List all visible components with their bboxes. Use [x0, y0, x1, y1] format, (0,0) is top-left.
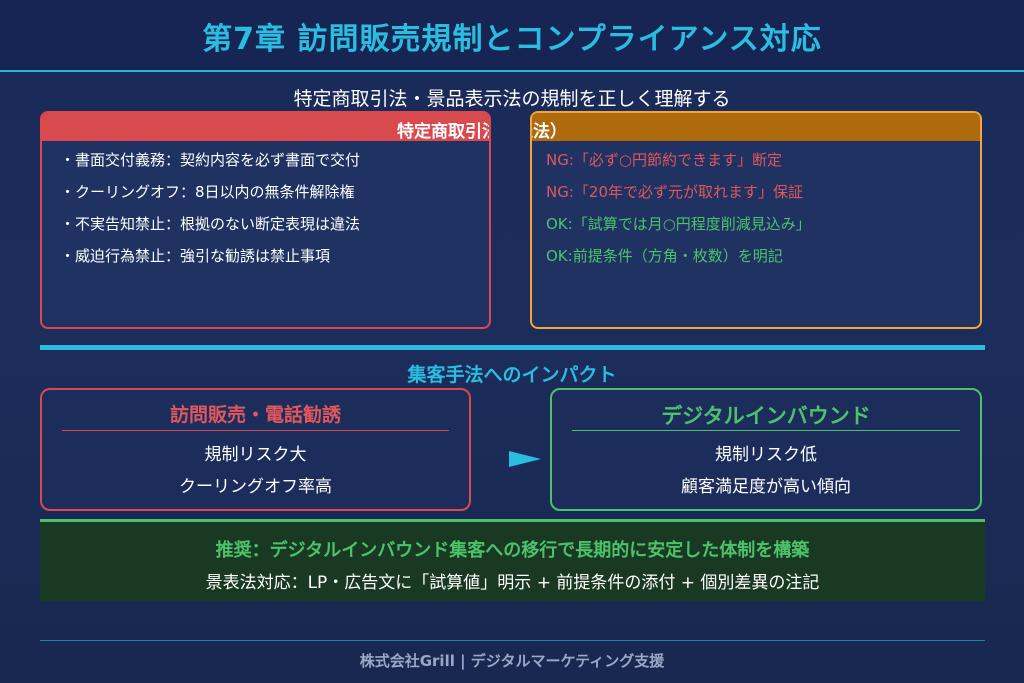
ok-example: OK:前提条件（方角・枚数）を明記 — [546, 247, 783, 265]
law-item: ・不実告知禁止：根拠のない断定表現は違法 — [60, 215, 361, 233]
arrow-right-icon — [509, 451, 541, 467]
compare-title-door-to-door: 訪問販売・電話勧誘 — [169, 404, 341, 426]
law-title-tokusho: 特定商取引法 — [397, 122, 491, 142]
title-bar: 第7章 訪問販売規制とコンプライアンス対応 — [0, 0, 1024, 72]
recommendation-box: 推奨：デジタルインバウンド集客への移行で長期的に安定した体制を構築 景表法対応：… — [40, 519, 985, 601]
law-item: ・書面交付義務：契約内容を必ず書面で交付 — [60, 151, 361, 169]
compare-title-digital: デジタルインバウンド — [661, 404, 871, 428]
compare-divider — [572, 430, 960, 431]
ok-example: OK:「試算では月○円程度削減見込み」 — [546, 215, 811, 233]
compare-point: 顧客満足度が高い傾向 — [681, 477, 851, 497]
ng-example: NG:「20年で必ず元が取れます」保証 — [546, 183, 803, 201]
compare-point: 規制リスク大 — [204, 445, 307, 465]
compare-point: 規制リスク低 — [715, 445, 817, 465]
footer-credit: 株式会社Grill | デジタルマーケティング支援 — [359, 652, 665, 670]
law-header-tokusho: 特定商取引法 — [42, 113, 491, 142]
footer-divider — [40, 640, 985, 641]
compare-point: クーリングオフ率高 — [179, 477, 332, 497]
recommendation-text: 景表法対応：LP・広告文に「試算値」明示 + 前提条件の添付 + 個別差異の注記 — [205, 573, 820, 593]
impact-section-title: 集客手法へのインパクト — [407, 364, 617, 386]
page-title: 第7章 訪問販売規制とコンプライアンス対応 — [202, 22, 822, 57]
compare-divider — [62, 430, 449, 431]
law-box-keihyo: 景品表示法（景表法） NG:「必ず○円節約できます」断定 NG:「20年で必ず元… — [530, 111, 982, 329]
law-header-keihyo: 景品表示法（景表法） — [532, 113, 980, 142]
section-divider — [40, 345, 985, 350]
law-item: ・威迫行為禁止：強引な勧誘は禁止事項 — [60, 247, 331, 265]
compare-box-door-to-door: 訪問販売・電話勧誘 規制リスク大 クーリングオフ率高 — [40, 388, 471, 511]
ng-example: NG:「必ず○円節約できます」断定 — [546, 151, 782, 169]
law-box-tokusho: 特定商取引法 ・書面交付義務：契約内容を必ず書面で交付 ・クーリングオフ：8日以… — [40, 111, 491, 329]
law-title-keihyo: 景品表示法（景表法） — [532, 122, 567, 142]
recommendation-title: 推奨：デジタルインバウンド集客への移行で長期的に安定した体制を構築 — [215, 540, 810, 561]
law-item: ・クーリングオフ：8日以内の無条件解除権 — [60, 183, 355, 201]
page-subtitle: 特定商取引法・景品表示法の規制を正しく理解する — [293, 88, 731, 110]
compare-box-digital: デジタルインバウンド 規制リスク低 顧客満足度が高い傾向 — [550, 388, 982, 511]
